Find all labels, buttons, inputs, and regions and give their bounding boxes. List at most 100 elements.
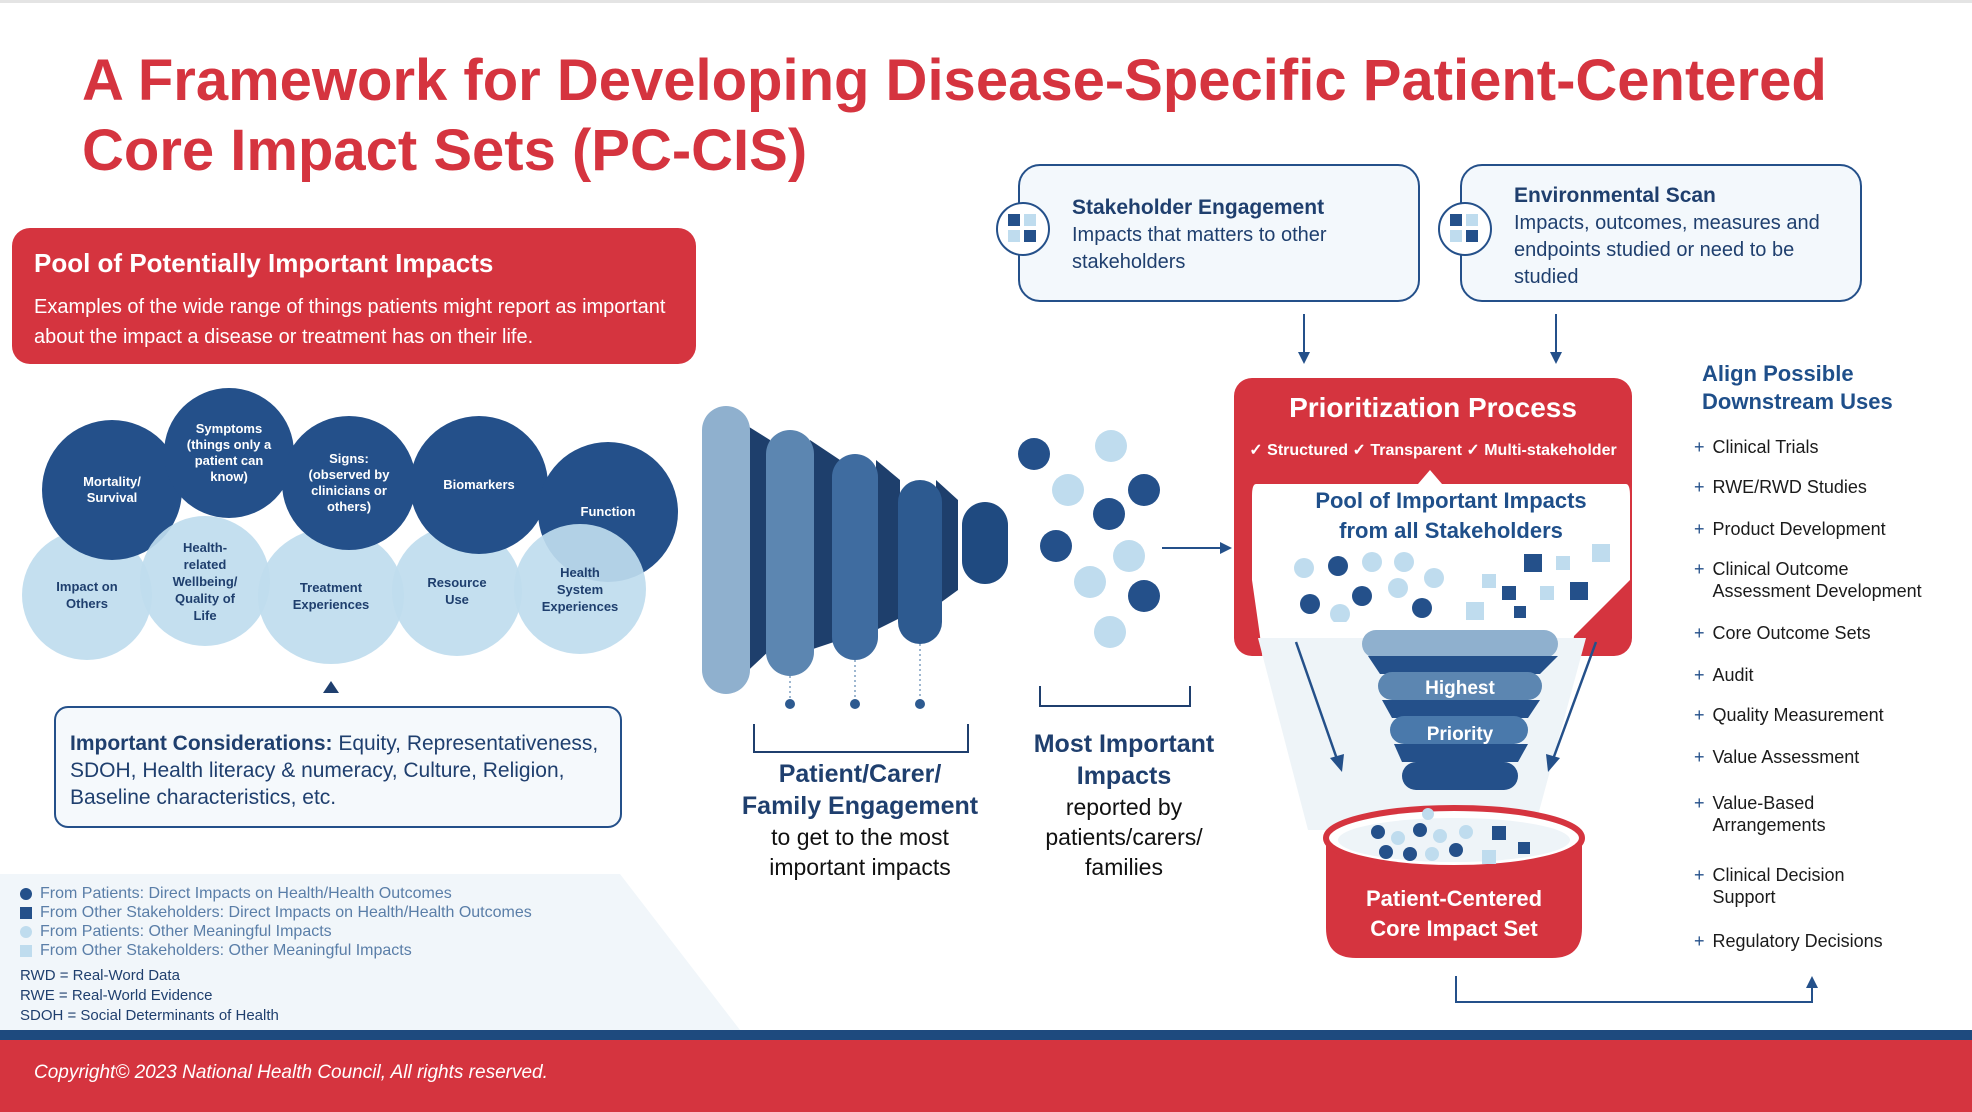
circle-mortality: Mortality/ Survival [42, 420, 182, 560]
abbreviation: RWE = Real-World Evidence [20, 987, 213, 1004]
arrow-down-icon [1550, 314, 1562, 364]
use-item: +Audit [1694, 664, 1754, 686]
engagement-funnel-graphic [702, 406, 1008, 709]
circle-label: Health System Experiences [541, 564, 619, 614]
use-item: +Regulatory Decisions [1694, 930, 1883, 952]
prioritization-heading: Prioritization Process [1289, 392, 1577, 423]
circle-label: Biomarkers [443, 477, 515, 492]
circle-label: Impact on Others [56, 579, 118, 611]
legend-item: From Other Stakeholders: Direct Impacts … [20, 903, 532, 922]
most-important-heading-2: Impacts [1076, 762, 1172, 790]
important-considerations-box: Important Considerations: Equity, Repres… [54, 706, 622, 828]
pool-description: Examples of the wide range of things pat… [34, 296, 666, 348]
circle-treatment-experiences: Treatment Experiences [258, 528, 404, 664]
environmental-scan-card: Environmental Scan Impacts, outcomes, me… [1438, 164, 1862, 302]
grid-icon [996, 202, 1050, 256]
important-impacts-dots [1018, 430, 1160, 648]
environmental-heading: Environmental Scan [1514, 184, 1716, 207]
stakeholder-heading: Stakeholder Engagement [1072, 196, 1325, 219]
use-item: + Value Assessment [1694, 746, 1859, 768]
circle-label: Health-related Wellbeing/ Quality of Lif… [172, 539, 238, 623]
plus-icon: + [1694, 437, 1705, 457]
priority-label: Priority [1426, 724, 1494, 745]
plus-icon: + [1694, 623, 1705, 643]
use-label-2: Assessment Development [1712, 581, 1922, 601]
page-title: A Framework for Developing Disease-Speci… [82, 48, 1827, 183]
core-impact-set-cylinder [1323, 805, 1585, 958]
abbreviation: RWD = Real-Word Data [20, 967, 180, 984]
use-label: Regulatory Decisions [1712, 931, 1883, 951]
legend: From Patients: Direct Impacts on Health/… [20, 884, 532, 960]
plus-icon: + [1694, 519, 1705, 539]
abbreviation: SDOH = Social Determinants of Health [20, 1007, 279, 1024]
use-label: Clinical Decision [1712, 865, 1845, 885]
circle-health-system-experiences: Health System Experiences [514, 524, 646, 654]
engagement-bracket [753, 724, 969, 753]
plus-icon: + [1694, 477, 1705, 497]
environmental-text: Impacts, outcomes, measures and endpoint… [1514, 212, 1820, 288]
align-heading: Align Possible Downstream Uses [1702, 360, 1893, 416]
highest-label: Highest [1425, 678, 1495, 699]
plus-icon: + [1694, 559, 1705, 579]
most-important-text-3: families [1085, 854, 1163, 880]
legend-item: From Patients: Direct Impacts on Health/… [20, 884, 532, 903]
use-label: RWE/RWD Studies [1712, 477, 1867, 497]
core-impact-set-line: Patient-Centered [1365, 886, 1543, 911]
most-important-text-2: patients/carers/ [1045, 824, 1203, 850]
align-heading-line-2: Downstream Uses [1702, 389, 1893, 414]
engagement-heading: Patient/Carer/ [778, 760, 942, 788]
stakeholder-impacts-dots [1294, 544, 1610, 622]
arrow-down-icon [1298, 314, 1310, 364]
legend-item: From Patients: Other Meaningful Impacts [20, 922, 532, 941]
use-label-2: Arrangements [1712, 815, 1826, 835]
plus-icon: + [1694, 747, 1705, 767]
use-item: + Core Outcome Sets [1694, 622, 1871, 644]
abbreviations: RWD = Real-Word Data RWE = Real-World Ev… [20, 966, 279, 1026]
use-label: Clinical Trials [1712, 437, 1819, 457]
most-important-heading: Most Important [1033, 730, 1215, 758]
circle-resource-use: Resource Use [392, 526, 522, 656]
circle-symptoms: Symptoms (things only a patient can know… [164, 388, 294, 518]
use-label: Value Assessment [1712, 747, 1860, 767]
pool-heading: Pool of Potentially Important Impacts [34, 248, 494, 278]
circle-quality-of-life: Health-related Wellbeing/ Quality of Lif… [140, 516, 270, 646]
use-label: Audit [1712, 665, 1754, 685]
legend-label: From Patients: Other Meaningful Impacts [40, 923, 332, 940]
considerations-text: Equity, Representativeness, SDOH, Health… [70, 732, 599, 809]
top-border [0, 0, 1972, 3]
align-heading-line: Align Possible [1702, 361, 1854, 386]
circle-label: Treatment Experiences [292, 580, 370, 612]
grid-icon [1438, 202, 1492, 256]
engagement-text: to get to the most [771, 824, 949, 850]
use-item: +Quality Measurement [1694, 704, 1884, 726]
core-impact-set-label: Patient-Centered Core Impact Set [1326, 884, 1582, 944]
copyright-text: Copyright© 2023 National Health Council,… [34, 1062, 548, 1083]
core-impact-set-line-2: Core Impact Set [1370, 916, 1538, 941]
prioritization-criteria: ✓ Structured ✓ Transparent ✓ Multi-stake… [1249, 442, 1617, 459]
considerations-heading: Important Considerations: [70, 732, 333, 755]
use-item: + Clinical Trials [1694, 436, 1819, 458]
use-label: Core Outcome Sets [1712, 623, 1871, 643]
pool-important-line-2: from all Stakeholders [1339, 518, 1563, 543]
circle-label: Symptoms (things only a patient can know… [186, 421, 272, 484]
legend-item: From Other Stakeholders: Other Meaningfu… [20, 941, 532, 960]
pool-important-label: Pool of Important Impacts from all Stake… [1266, 486, 1636, 546]
legend-label: From Other Stakeholders: Other Meaningfu… [40, 942, 412, 959]
footer: Copyright© 2023 National Health Council,… [0, 1040, 1972, 1112]
arrow-right-icon [1162, 542, 1232, 554]
circle-signs: Signs: (observed by clinicians or others… [282, 416, 416, 550]
use-label-2: Support [1712, 887, 1776, 907]
pool-of-impacts-box: Pool of Potentially Important Impacts Ex… [12, 228, 696, 364]
legend-background [0, 874, 740, 1030]
circle-label: Mortality/ Survival [83, 474, 141, 505]
stakeholder-engagement-card: Stakeholder Engagement Impacts that matt… [996, 164, 1420, 302]
square-icon [20, 906, 32, 919]
impact-circles: Impact on Others Mortality/ Survival Hea… [0, 380, 700, 670]
legend-label: From Other Stakeholders: Direct Impacts … [40, 904, 532, 921]
stakeholder-text: Impacts that matters to other stakeholde… [1072, 224, 1327, 273]
circle-icon [20, 925, 32, 938]
legend-label: From Patients: Direct Impacts on Health/… [40, 885, 452, 902]
